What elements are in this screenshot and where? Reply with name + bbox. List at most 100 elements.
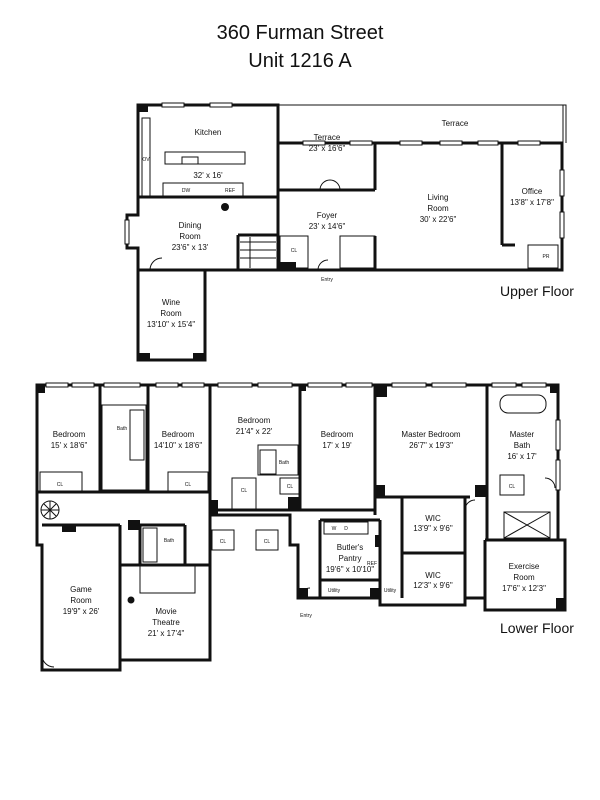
butlers-name-1: Butler's	[337, 543, 363, 552]
living-name-2: Room	[427, 204, 449, 213]
game-name-2: Room	[70, 596, 92, 605]
exercise-name-2: Room	[513, 573, 535, 582]
pantry-ref-label: REF	[367, 561, 377, 567]
foyer-name: Foyer	[317, 211, 338, 220]
dining-name-1: Dining	[179, 221, 202, 230]
kitchen-counter	[162, 182, 244, 197]
foyer-dims: 23' x 14'6"	[309, 222, 346, 231]
spiral-stair-treads	[41, 501, 59, 519]
lower-entry-label: Entry	[300, 613, 312, 619]
wic2-dims: 12'3" x 9'6"	[413, 581, 453, 590]
hall-bath	[101, 404, 147, 491]
bed3-name: Bedroom	[238, 416, 271, 425]
movie-name-2: Theatre	[152, 618, 180, 627]
master-shower	[503, 511, 551, 539]
upper-floor-label: Upper Floor	[500, 283, 574, 299]
door-swing	[149, 257, 163, 271]
terrace-name: Terrace	[314, 133, 341, 142]
dining-name-2: Room	[179, 232, 201, 241]
kitchen-side-counter	[141, 117, 151, 197]
movie-dims: 21' x 17'4"	[148, 629, 185, 638]
butlers-dims: 19'6" x 10'10"	[326, 565, 374, 574]
column	[138, 105, 148, 112]
master-bed-dims: 26'7" x 19'3"	[409, 441, 453, 450]
closet-label: CL	[241, 488, 248, 494]
theatre-column	[127, 596, 135, 604]
dryer-label: D	[344, 526, 348, 532]
bed3-dims: 21'4" x 22'	[236, 427, 273, 436]
door-swing	[464, 499, 476, 511]
oven-label: OV	[142, 157, 150, 163]
fridge-label: REF	[225, 188, 235, 194]
living-name-1: Living	[428, 193, 449, 202]
lower-floor-plan: Bedroom 15' x 18'6" Bedroom 14'10" x 18'…	[35, 382, 574, 672]
bed2-dims: 14'10" x 18'6"	[154, 441, 202, 450]
shower-x	[503, 511, 551, 539]
pantry-counter	[323, 521, 369, 535]
closet-label: CL	[57, 482, 64, 488]
upper-windows	[124, 102, 565, 245]
exercise-dims: 17'6" x 12'3"	[502, 584, 546, 593]
closet-label: CL	[509, 484, 516, 490]
door-swing	[317, 259, 329, 271]
master-bed-name: Master Bedroom	[401, 430, 460, 439]
dishwasher-label: DW	[182, 188, 191, 194]
lower-columns	[37, 385, 565, 610]
kitchen-island	[164, 151, 246, 165]
dining-column	[221, 203, 229, 211]
unit-title: Unit 1216 A	[248, 50, 352, 72]
column	[138, 353, 150, 360]
upper-floor-plan: Kitchen 32' x 16' Terrace 23' x 16'6" Te…	[124, 102, 574, 362]
foyer-closet-2	[339, 235, 376, 269]
master-bath-dims: 16' x 17'	[507, 452, 537, 461]
wine-name-1: Wine	[162, 298, 181, 307]
hall-bath-label: Bath	[117, 426, 128, 432]
wic2-name: WIC	[425, 571, 441, 580]
door-swing	[329, 179, 341, 191]
bed4-name: Bedroom	[321, 430, 354, 439]
theatre-screen	[139, 564, 196, 594]
lower-windows	[45, 382, 561, 491]
closet-label: CL	[264, 539, 271, 545]
exercise-name-1: Exercise	[509, 562, 540, 571]
cooktop	[181, 156, 199, 165]
closet-label: CL	[287, 484, 294, 490]
master-bath-name-2: Bath	[514, 441, 530, 450]
door-swing	[41, 654, 55, 668]
door-swing	[544, 477, 556, 489]
lower-bath-label: Bath	[164, 538, 175, 544]
closet-label: CL	[185, 482, 192, 488]
master-bathtub	[499, 394, 547, 414]
door-swing	[299, 587, 311, 599]
wine-dims: 13'10" x 15'4"	[147, 320, 195, 329]
powder-label: PR	[543, 254, 550, 260]
powder-room	[527, 244, 559, 269]
washer-label: W	[332, 526, 337, 532]
terrace-long-name: Terrace	[442, 119, 469, 128]
lower-floor-label: Lower Floor	[500, 620, 574, 636]
office-dims: 13'8" x 17'8"	[510, 198, 554, 207]
bed1-dims: 15' x 18'6"	[51, 441, 88, 450]
dining-dims: 23'6" x 13'	[172, 243, 209, 252]
game-name-1: Game	[70, 585, 92, 594]
column	[278, 262, 296, 270]
bed3-bath	[257, 444, 299, 476]
office-name: Office	[522, 187, 543, 196]
upper-entry-label: Entry	[321, 277, 333, 283]
address-title: 360 Furman Street	[216, 22, 384, 44]
butlers-name-2: Pantry	[338, 554, 361, 563]
lower-bath-tub	[142, 527, 158, 563]
terrace-dims: 23' x 16'6"	[309, 144, 346, 153]
master-bath-name-1: Master	[510, 430, 535, 439]
bed4-dims: 17' x 19'	[322, 441, 352, 450]
closet-label: CL	[291, 248, 298, 254]
hall-bath-tub	[129, 409, 145, 461]
door-swing	[319, 179, 331, 191]
bed1-name: Bedroom	[53, 430, 86, 439]
bed3-bath-label: Bath	[279, 460, 290, 466]
wic1-dims: 13'9" x 9'6"	[413, 524, 453, 533]
utility-label: Utility	[384, 588, 397, 594]
upper-stairs	[240, 237, 276, 268]
kitchen-dims: 32' x 16'	[193, 171, 223, 180]
